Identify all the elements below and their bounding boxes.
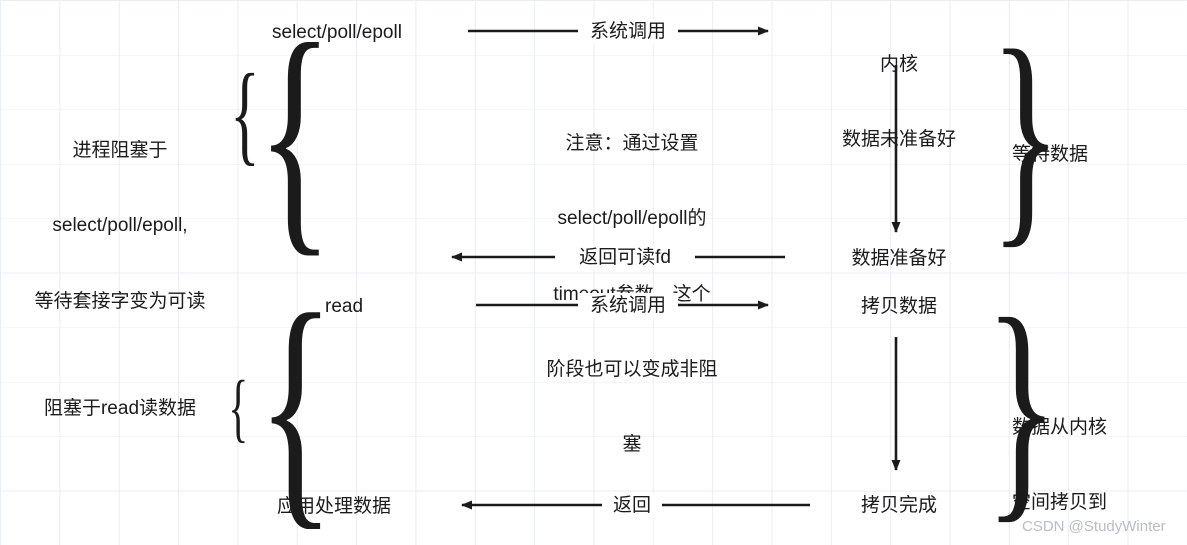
kernel-data-ready: 数据准备好	[851, 248, 947, 269]
app-process-label: 应用处理数据	[277, 496, 392, 517]
note-line-4: 阶段也可以变成非阻	[546, 358, 718, 380]
right-block2-line2: 空间拷贝到	[1012, 492, 1108, 514]
kernel-line-2: 数据未准备好	[841, 129, 956, 151]
brace-left-label-phase1: {	[230, 52, 260, 176]
kernel-state-block: 内核 数据未准备好	[806, 2, 992, 203]
arrow-label-syscall-read: 系统调用	[578, 293, 678, 319]
call-select-label: select/poll/epoll	[272, 22, 402, 43]
note-line-5: 塞	[622, 434, 642, 456]
note-line-2: select/poll/epoll的	[557, 208, 707, 230]
kernel-copy-data: 拷贝数据	[860, 296, 937, 317]
brace-left-phase1: {	[256, 0, 334, 277]
brace-left-label-phase2: {	[228, 366, 249, 450]
right-block2-label: 数据从内核 空间拷贝到 用户空间	[1012, 365, 1107, 545]
brace-left-phase2: {	[256, 261, 335, 545]
left-block1-line3: 等待套接字变为可读	[34, 290, 206, 312]
arrow-label-syscall-top: 系统调用	[578, 19, 678, 45]
right-block2-line1: 数据从内核	[1012, 417, 1108, 439]
left-block1-label: 进程阻塞于 select/poll/epoll, 等待套接字变为可读	[20, 88, 220, 364]
left-block2-label: 阻塞于read读数据	[43, 398, 197, 419]
brace-right-wait: {	[989, 1, 1062, 267]
watermark: CSDN @StudyWinter	[1022, 518, 1166, 535]
kernel-copy-done: 拷贝完成	[860, 495, 937, 516]
kernel-line-1: 内核	[879, 54, 918, 76]
left-block1-line1: 进程阻塞于	[72, 140, 168, 162]
note-line-1: 注意：通过设置	[565, 133, 699, 155]
arrow-label-return-fd: 返回可读fd	[555, 245, 695, 271]
call-read-label: read	[325, 296, 364, 317]
arrow-label-return: 返回	[602, 493, 662, 519]
left-block1-line2: select/poll/epoll,	[52, 215, 188, 237]
right-block1-label: 等待数据	[1012, 144, 1089, 165]
